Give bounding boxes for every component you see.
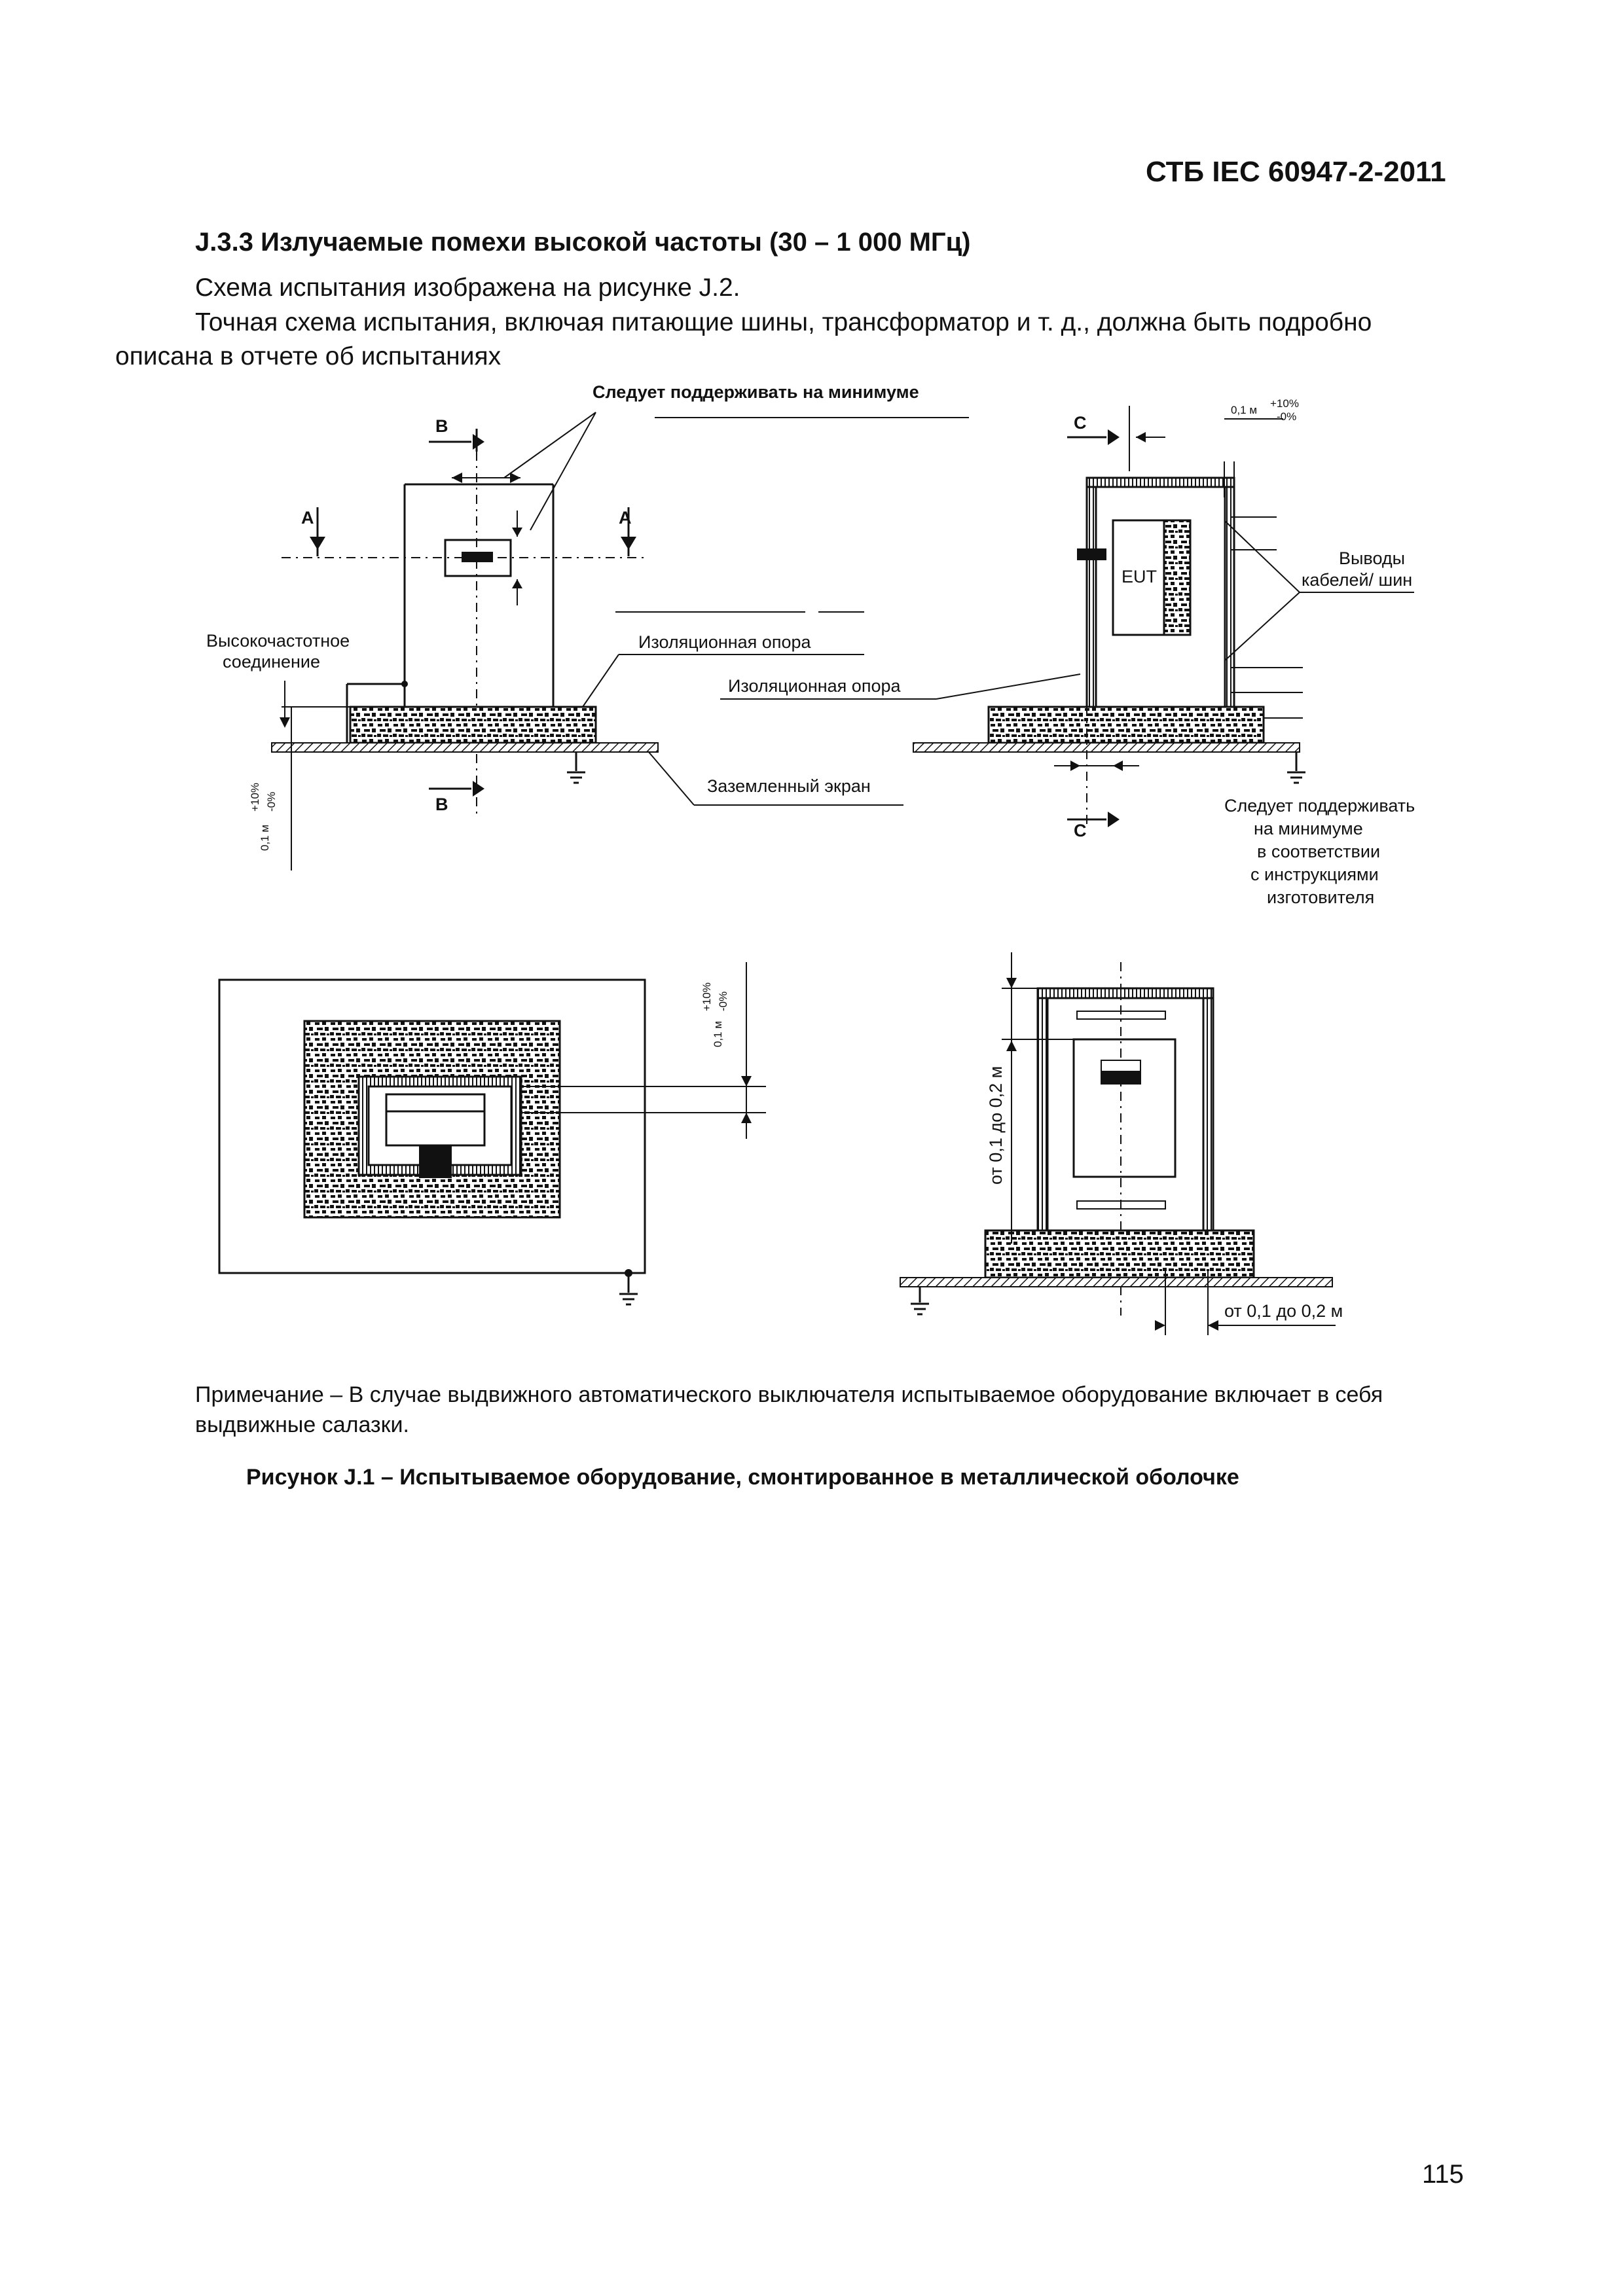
label-keep-min-mfr-2: на минимуме xyxy=(1254,819,1363,838)
document-code: СТБ IEC 60947-2-2011 xyxy=(1146,156,1446,188)
paragraph-1: Схема испытания изображена на рисунке J.… xyxy=(195,274,740,302)
dim-01-02m-horizontal: от 0,1 до 0,2 м xyxy=(1224,1301,1343,1321)
tol-minus-right: -0% xyxy=(1277,410,1296,423)
front-dim-view-group: от 0,1 до 0,2 м от 0,1 до 0,2 м xyxy=(900,952,1343,1335)
section-b-top: B xyxy=(435,416,448,436)
paragraph-2-line-2: описана в отчете об испытаниях xyxy=(115,342,501,370)
dim-01m-left: 0,1 м xyxy=(259,825,271,851)
dim-01m-right: 0,1 м xyxy=(1231,404,1257,416)
label-cable-outlets-1: Выводы xyxy=(1339,548,1405,568)
section-b-bottom: B xyxy=(435,795,448,814)
tol-plus-right: +10% xyxy=(1270,397,1299,410)
figure-caption: Рисунок J.1 – Испытываемое оборудование,… xyxy=(246,1465,1239,1490)
dim-01-02m-vertical: от 0,1 до 0,2 м xyxy=(986,1066,1006,1185)
section-c-top: C xyxy=(1074,413,1087,433)
section-c-bottom: C xyxy=(1074,821,1087,840)
label-hf-connection-2: соединение xyxy=(223,652,320,672)
dim-01m-plan: 0,1 м xyxy=(712,1021,724,1047)
label-hf-connection-1: Высокочастотное xyxy=(206,631,350,651)
section-a-right: A xyxy=(619,508,632,528)
label-eut: EUT xyxy=(1122,567,1157,586)
label-insulating-support-1: Изоляционная опора xyxy=(638,632,811,652)
label-keep-min-mfr-4: с инструкциями xyxy=(1250,865,1379,884)
label-grounded-screen: Заземленный экран xyxy=(707,776,871,796)
section-a-left: A xyxy=(301,508,314,528)
label-keep-min-mfr-5: изготовителя xyxy=(1267,888,1374,907)
label-keep-min: Следует поддерживать на минимуме xyxy=(593,382,919,402)
page-number: 115 xyxy=(1422,2160,1464,2189)
tol-minus-plan: -0% xyxy=(717,992,729,1011)
tol-plus-plan: +10% xyxy=(701,982,713,1011)
side-view-group: C 0,1 м +10% -0% EUT Выводы кабелей/ шин xyxy=(913,397,1415,907)
front-view-group: Следует поддерживать на минимуме B A A xyxy=(206,382,1081,870)
label-keep-min-mfr-1: Следует поддерживать xyxy=(1224,796,1415,816)
label-keep-min-mfr-3: в соответствии xyxy=(1257,842,1380,861)
figure-note: Примечание – В случае выдвижного автомат… xyxy=(195,1382,1383,1437)
label-cable-outlets-2: кабелей/ шин xyxy=(1302,570,1412,590)
paragraph-2-line-1: Точная схема испытания, включая питающие… xyxy=(195,308,1372,336)
plan-view-group: 0,1 м +10% -0% xyxy=(218,962,766,1306)
figure-j1-diagram: Следует поддерживать на минимуме B A A xyxy=(206,382,1415,1335)
tol-minus-left: -0% xyxy=(265,792,278,812)
tol-plus-left: +10% xyxy=(249,783,261,812)
section-title: J.3.3 Излучаемые помехи высокой частоты … xyxy=(195,228,971,257)
label-insulating-support-2: Изоляционная опора xyxy=(728,676,901,696)
